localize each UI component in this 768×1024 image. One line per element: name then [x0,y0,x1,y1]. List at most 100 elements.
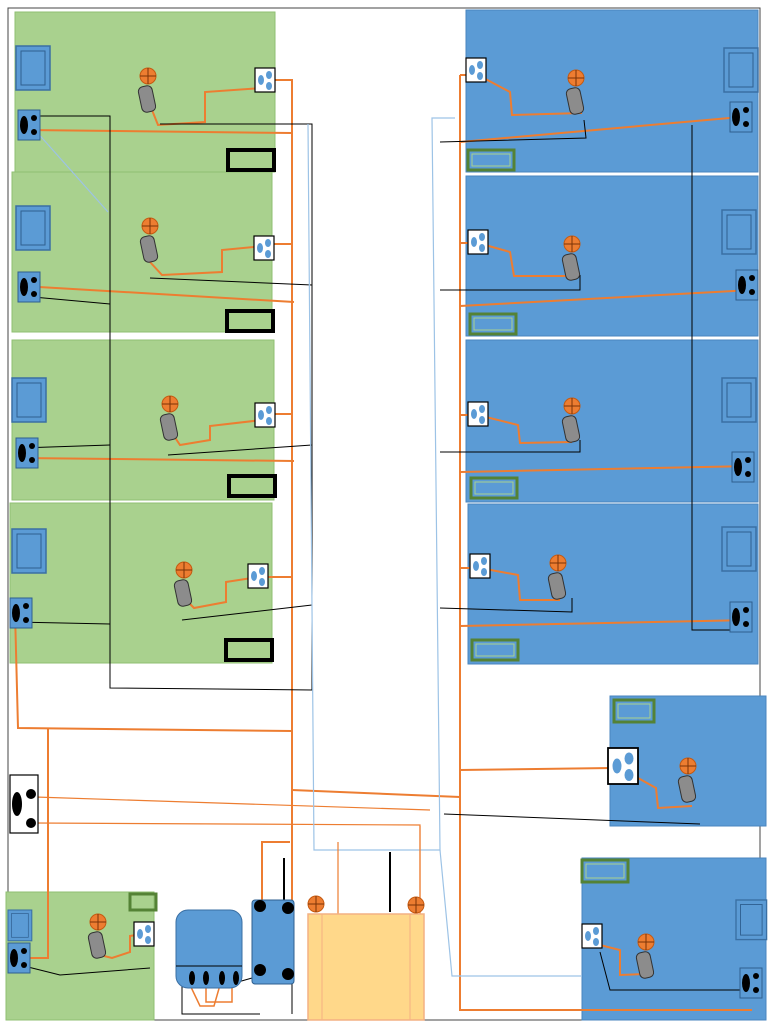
wire-black-g1 [28,115,313,691]
pump-terminal [282,902,294,914]
square-panel-icon [15,45,51,91]
outlet-icon [15,437,39,469]
blue-room-1 [465,9,759,173]
label-box-icon [225,309,275,333]
tank-terminal [189,971,195,985]
square-panel-icon [15,205,51,251]
wire-black-g2b [149,277,313,286]
wire-outlet-g3 [19,457,295,462]
label-box-icon [466,148,516,172]
device-box-icon [465,57,487,83]
label-box-inner [617,703,651,719]
wire-pump-top [261,841,290,900]
wire-black-g5 [19,964,151,976]
device-box-icon [254,67,276,93]
label-box-icon [580,858,630,884]
wire-lamp-b1 [477,74,583,117]
junction-terminal [26,789,36,799]
wire-tank-1 [189,984,221,1007]
wire-tank-2 [205,985,233,1003]
label-box-icon [128,892,158,912]
wire-outlet-g1 [27,129,293,134]
green-room-1 [14,11,276,173]
label-box-inner [475,643,515,657]
wire-blue-b6 [439,849,582,977]
wire-black-b6 [599,951,752,991]
device-box-icon [133,921,155,947]
wire-lamp-g4 [185,576,259,610]
storage-tank-blue [175,909,243,989]
wire-outlet-g2 [21,285,295,303]
junction-terminal [12,792,22,816]
outlet-icon [7,942,31,974]
outlet-icon [739,967,763,999]
label-box-icon [227,474,277,498]
blue-room-4 [467,503,759,665]
tank-terminal [233,971,239,985]
label-box-inner [471,153,511,167]
device-box-icon [247,563,269,589]
blue-room-2 [465,175,759,337]
device-box-icon [581,923,603,949]
label-box-icon [612,698,656,724]
junction-terminal [26,818,36,828]
tank-icon [175,909,243,989]
square-panel-icon [11,528,47,574]
wire-cross-1 [291,789,461,798]
outlet-icon [729,601,753,633]
wire-lamp-b5 [637,777,693,810]
pump-terminal [254,964,266,976]
outlet-icon [735,269,759,301]
wire-blue-diag [34,129,109,213]
junction-box-left [9,774,39,834]
wire-black-g3b [167,444,313,456]
square-panel-icon [11,377,47,423]
label-box-inner [133,897,153,907]
wire-black-b4 [439,598,573,613]
wire-black-b2 [440,275,581,291]
pump-unit [251,899,295,985]
square-panel-icon [721,526,757,572]
wire-tank-black [181,985,260,1015]
wire-blue-loop [307,117,455,851]
outlet-icon [729,101,753,133]
label-box-inner [474,481,514,495]
square-panel-icon [735,899,768,941]
wire-lamp-g2 [149,245,265,277]
wire-outlet-g4 [14,611,293,732]
tank-terminal [219,971,225,985]
device-box-icon [253,235,275,261]
wire-outlet-b1 [459,115,753,143]
outlet-icon [17,271,41,303]
square-panel-icon [721,377,757,423]
square-panel-icon [721,209,757,255]
outlet-icon [731,451,755,483]
label-box-icon [470,638,520,662]
wire-lamp-g3 [169,419,263,447]
label-box-icon [468,312,518,336]
blue-room-3 [465,339,759,503]
wire-black-b3 [440,440,581,453]
device-box-icon [469,553,491,579]
wire-black-g4b [181,604,313,621]
wire-lamp-g1 [147,87,263,127]
label-box-inner [585,863,625,879]
square-panel-icon [7,909,33,942]
square-panel-icon [723,47,759,93]
wire-lamp-b4 [479,567,560,601]
green-room-3 [11,339,275,501]
wire-outlet-b2 [459,289,753,307]
outlet-icon [17,109,41,141]
label-box-icon [224,638,274,662]
wire-black-b1 [439,119,587,143]
green-room-4 [9,502,273,664]
wire-black-b5 [443,813,701,825]
wire-lamp-b3 [477,414,573,445]
wire-riser-right [459,75,752,1011]
device-box-icon [607,747,639,785]
label-box-inner [473,317,513,331]
outlet-icon [9,597,33,629]
label-box-icon [469,476,519,500]
wire-outlet-b3 [459,465,753,473]
